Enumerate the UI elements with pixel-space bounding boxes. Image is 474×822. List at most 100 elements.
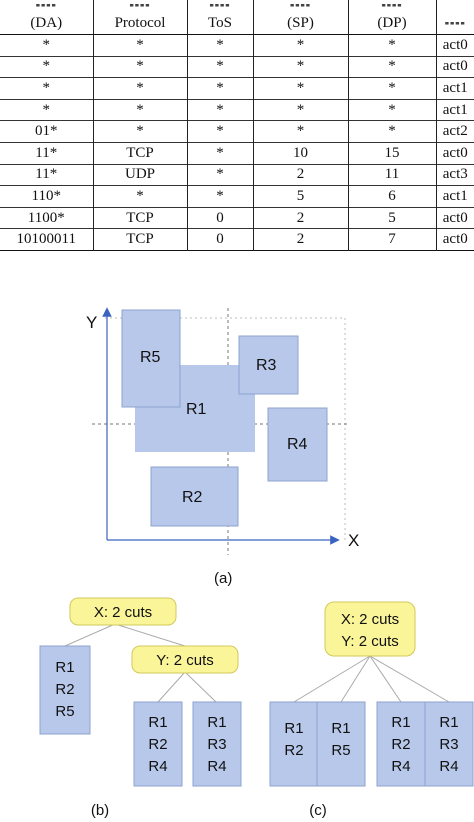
caption-a: (a)	[214, 570, 232, 587]
cell-action: act2	[435, 120, 474, 143]
cell-sp: 5	[253, 185, 349, 208]
cell-protocol: *	[93, 56, 188, 78]
tree-b-edge	[157, 671, 186, 703]
cell-tos: *	[187, 185, 254, 208]
cell-sp: *	[253, 120, 349, 143]
cell-dp: 11	[348, 164, 437, 186]
cell-dp: *	[348, 77, 437, 100]
cell-sp: *	[253, 34, 349, 57]
tree-b-root-node	[69, 597, 177, 626]
leaf-entry: R4	[439, 758, 458, 775]
cell-action: act0	[435, 142, 474, 165]
table-body: *****act0 *****act0 *****act1 *****act1 …	[0, 34, 474, 251]
table-row: *****act1	[0, 99, 474, 121]
cell-da: 110*	[0, 185, 94, 208]
cell-protocol: TCP	[93, 142, 188, 165]
decision-trees: X: 2 cuts R1 R2 R5 Y: 2 cuts R1 R2 R4 R1…	[39, 597, 474, 819]
tree-c-leaf-3	[376, 701, 426, 787]
cell-sp: 2	[253, 228, 349, 251]
cell-tos: *	[187, 142, 254, 165]
tree-b-child-node	[131, 645, 239, 674]
region-r3-label: R3	[256, 357, 277, 374]
cell-dp: *	[348, 120, 437, 143]
cell-dp: 15	[348, 142, 437, 165]
cell-action: act1	[435, 99, 474, 121]
cell-protocol: UDP	[93, 164, 188, 186]
cell-dp: 6	[348, 185, 437, 208]
tree-c-edge	[369, 655, 450, 703]
leaf-entry: R3	[439, 736, 458, 753]
tree-c-root-node	[324, 601, 416, 657]
header-dp: (DP)	[348, 0, 437, 35]
leaf-entry: R3	[207, 736, 226, 753]
cell-tos: 0	[187, 207, 254, 229]
caption-b: (b)	[91, 802, 109, 819]
leaf-entry: R2	[55, 681, 74, 698]
header-sp: (SP)	[253, 0, 349, 35]
cell-action: act0	[435, 56, 474, 78]
cell-tos: *	[187, 77, 254, 100]
cell-action: act0	[435, 228, 474, 251]
cell-tos: *	[187, 120, 254, 143]
cell-protocol: TCP	[93, 228, 188, 251]
tree-c-leaf-1	[269, 701, 319, 787]
region-r2-label: R2	[182, 489, 203, 506]
tree-b-edge	[184, 671, 217, 703]
region-r5-label: R5	[140, 349, 161, 366]
leaf-entry: R1	[148, 714, 167, 731]
cell-protocol: *	[93, 120, 188, 143]
cell-da: 11*	[0, 142, 94, 165]
tree-c-root-line2: Y: 2 cuts	[341, 633, 399, 650]
x-axis-label: X	[348, 531, 359, 550]
leaf-entry: R1	[391, 714, 410, 731]
cell-sp: 10	[253, 142, 349, 165]
header-tos: ToS	[187, 0, 254, 35]
cell-action: act0	[435, 207, 474, 229]
tree-c-edge	[340, 655, 371, 703]
cell-da: *	[0, 56, 94, 78]
table-row: *****act1	[0, 77, 474, 100]
rule-space-diagram: Y X R5 R1 R3 R4 R2 (a)	[86, 307, 359, 587]
cell-sp: 2	[253, 164, 349, 186]
cell-action: act3	[435, 164, 474, 186]
cell-tos: *	[187, 164, 254, 186]
tree-c-leaf-4	[424, 701, 474, 787]
cell-da: 11*	[0, 164, 94, 186]
cell-tos: 0	[187, 228, 254, 251]
cell-da: *	[0, 77, 94, 100]
cell-dp: 5	[348, 207, 437, 229]
cell-dp: 7	[348, 228, 437, 251]
cell-tos: *	[187, 99, 254, 121]
header-da: (DA)	[0, 0, 94, 35]
table-header-row: (DA) Protocol ToS (SP) (DP)	[0, 0, 474, 35]
leaf-entry: R1	[439, 714, 458, 731]
y-axis-label: Y	[86, 313, 97, 332]
cell-da: 1100*	[0, 207, 94, 229]
cell-da: 10100011	[0, 228, 94, 251]
region-r4-label: R4	[287, 436, 308, 453]
leaf-entry: R4	[207, 758, 226, 775]
cell-dp: *	[348, 56, 437, 78]
tree-c-edge	[293, 655, 371, 703]
leaf-entry: R5	[331, 742, 350, 759]
leaf-entry: R1	[207, 714, 226, 731]
cell-sp: *	[253, 99, 349, 121]
region-r4	[267, 407, 328, 482]
tree-c-edge	[369, 655, 402, 703]
cell-dp: *	[348, 99, 437, 121]
cell-da: 01*	[0, 120, 94, 143]
table-row: 01*****act2	[0, 120, 474, 143]
tree-b-leaf-mid	[133, 701, 183, 787]
leaf-entry: R2	[391, 736, 410, 753]
cell-tos: *	[187, 34, 254, 57]
classifier-rule-table: (DA) Protocol ToS (SP) (DP) *****act0 **…	[0, 0, 474, 270]
leaf-entry: R1	[55, 659, 74, 676]
leaf-entry: R4	[391, 758, 410, 775]
cell-tos: *	[187, 56, 254, 78]
cell-protocol: *	[93, 99, 188, 121]
region-r1-label: R1	[186, 401, 207, 418]
leaf-entry: R2	[148, 736, 167, 753]
